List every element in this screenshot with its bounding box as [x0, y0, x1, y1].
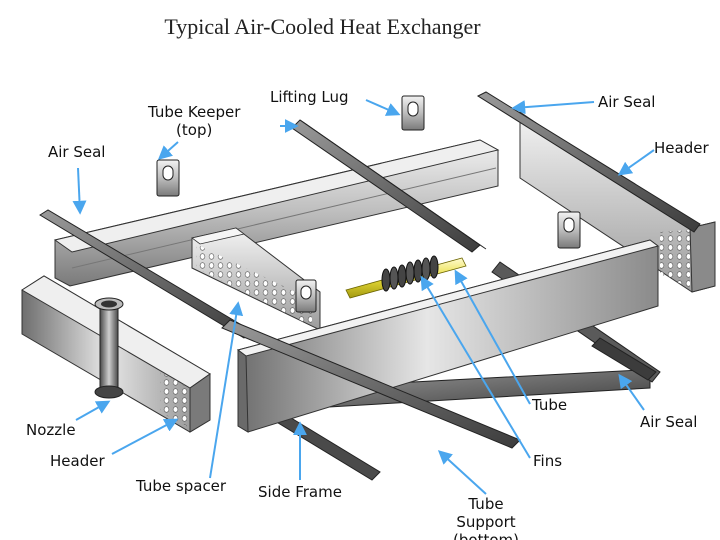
label-header-left: Header [50, 452, 105, 470]
back-frame-beam [53, 139, 500, 287]
label-tube-keeper: Tube Keeper (top) [148, 103, 240, 139]
lifting-lug-right [557, 211, 581, 249]
label-nozzle: Nozzle [26, 421, 76, 439]
air-seal-top-right [476, 91, 701, 233]
nozzle [94, 297, 124, 399]
arrow-air-seal-bottom-right [618, 373, 645, 411]
label-air-seal-bottom-right: Air Seal [640, 413, 698, 431]
diagram-title: Typical Air-Cooled Heat Exchanger [164, 14, 481, 39]
arrow-tube-keeper [157, 141, 179, 160]
left-header-box [191, 227, 321, 331]
label-air-seal-left: Air Seal [48, 143, 106, 161]
label-tube-keeper-line2: (top) [176, 121, 213, 139]
lifting-lug-top [401, 95, 425, 131]
arrow-header-right [617, 149, 655, 176]
arrow-fins [420, 275, 531, 459]
label-tube-keeper-line1: Tube Keeper [148, 103, 241, 121]
label-air-seal-top-right: Air Seal [598, 93, 656, 111]
leader-arrows [72, 99, 655, 495]
label-tube-support-line2: Support [456, 513, 516, 531]
label-side-frame: Side Frame [258, 483, 342, 501]
label-tube-support-line1: Tube [468, 495, 504, 513]
arrow-air-seal-left [72, 167, 87, 215]
tube-fins [381, 255, 439, 292]
tube-keeper-lug [156, 159, 180, 197]
arrow-lifting-lug [365, 99, 401, 116]
label-lifting-lug: Lifting Lug [270, 88, 349, 106]
right-header-box [519, 111, 716, 293]
label-header-right: Header [654, 139, 709, 157]
arrow-tube-spacer [209, 301, 244, 479]
side-frame-front [236, 239, 660, 433]
label-tube-support-line3: (bottom) [453, 531, 519, 540]
arrow-air-seal-top-right [511, 100, 595, 115]
arrow-tube [454, 269, 531, 405]
lifting-lug-center [295, 279, 317, 313]
tube-keeper-top [291, 119, 487, 253]
label-tube-support: Tube Support (bottom) [448, 495, 524, 540]
label-tube: Tube [532, 396, 568, 414]
arrow-header-left [111, 418, 179, 455]
bottom-rail [221, 319, 657, 449]
finned-tube [345, 255, 467, 299]
label-tube-spacer: Tube spacer [136, 477, 227, 495]
arrow-tube-support [437, 450, 487, 495]
label-fins: Fins [533, 452, 563, 470]
arrow-nozzle [75, 400, 111, 421]
